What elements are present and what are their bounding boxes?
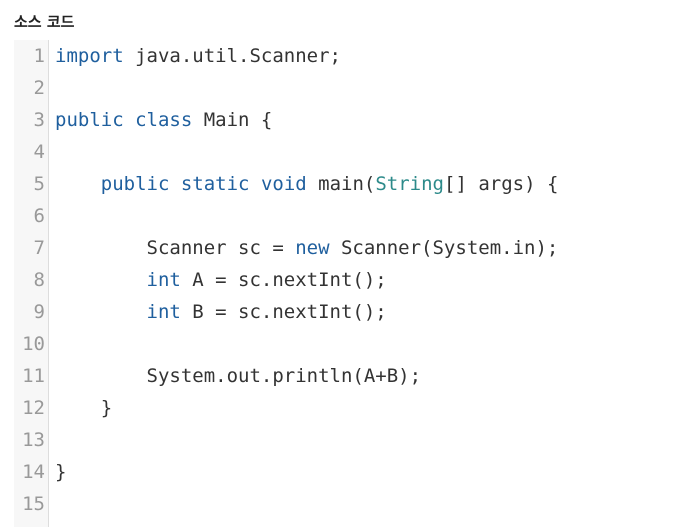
code-line: int B = sc.nextInt(); — [49, 296, 682, 328]
keyword-token: public — [100, 173, 170, 195]
code-token — [124, 109, 135, 131]
line-number: 7 — [33, 237, 45, 259]
code-line: public class Main { — [49, 104, 682, 136]
code-token: System.out.println(A+B); — [55, 365, 422, 387]
line-number: 4 — [33, 141, 45, 163]
code-line: ​ — [49, 200, 682, 232]
code-line: ​ — [49, 488, 682, 520]
line-number: 8 — [33, 269, 45, 291]
line-number: 3 — [33, 109, 45, 131]
line-number: 6 — [33, 205, 45, 227]
keyword-token: public — [55, 109, 124, 131]
keyword-token: int — [146, 301, 181, 323]
code-token: Scanner(System.in); — [329, 237, 559, 259]
code-token: java.util.Scanner; — [123, 45, 341, 67]
code-line: ​ — [49, 72, 682, 104]
line-number: 13 — [22, 429, 45, 451]
code-token: } — [55, 397, 113, 419]
code-token — [169, 173, 180, 195]
keyword-token: static — [180, 173, 250, 195]
code-token: Main { — [192, 109, 273, 131]
code-line: ​ — [49, 424, 682, 456]
code-line: } — [49, 392, 682, 424]
line-number: 14 — [22, 461, 45, 483]
code-token: A = sc.nextInt(); — [180, 269, 387, 291]
code-token: } — [55, 461, 67, 483]
code-line: int A = sc.nextInt(); — [49, 264, 682, 296]
code-line: ​ — [49, 328, 682, 360]
code-token: [] args) { — [444, 173, 559, 195]
code-token — [250, 173, 261, 195]
keyword-token: import — [55, 45, 124, 67]
keyword-token: int — [146, 269, 181, 291]
code-line: System.out.println(A+B); — [49, 360, 682, 392]
code-line: import java.util.Scanner; — [49, 40, 682, 72]
code-line: public static void main(String[] args) { — [49, 168, 682, 200]
code-line: } — [49, 456, 682, 488]
line-number: 5 — [33, 173, 45, 195]
code-token: Scanner sc = — [55, 237, 296, 259]
code-token — [55, 173, 101, 195]
line-number: 1 — [33, 45, 45, 67]
code-token: main( — [306, 173, 376, 195]
code-area[interactable]: import java.util.Scanner;​public class M… — [49, 40, 682, 527]
line-number: 9 — [33, 301, 45, 323]
line-number: 12 — [22, 397, 45, 419]
line-number: 10 — [22, 333, 45, 355]
code-line: ​ — [49, 136, 682, 168]
code-token: B = sc.nextInt(); — [180, 301, 387, 323]
keyword-token: void — [260, 173, 307, 195]
code-token — [55, 269, 147, 291]
code-line: Scanner sc = new Scanner(System.in); — [49, 232, 682, 264]
line-number: 11 — [22, 365, 45, 387]
class-token: String — [375, 173, 444, 195]
section-title: 소스 코드 — [14, 13, 75, 31]
line-number: 2 — [33, 77, 45, 99]
keyword-token: new — [295, 237, 330, 259]
keyword-token: class — [135, 109, 193, 131]
line-number: 15 — [22, 493, 45, 515]
code-token — [55, 301, 147, 323]
